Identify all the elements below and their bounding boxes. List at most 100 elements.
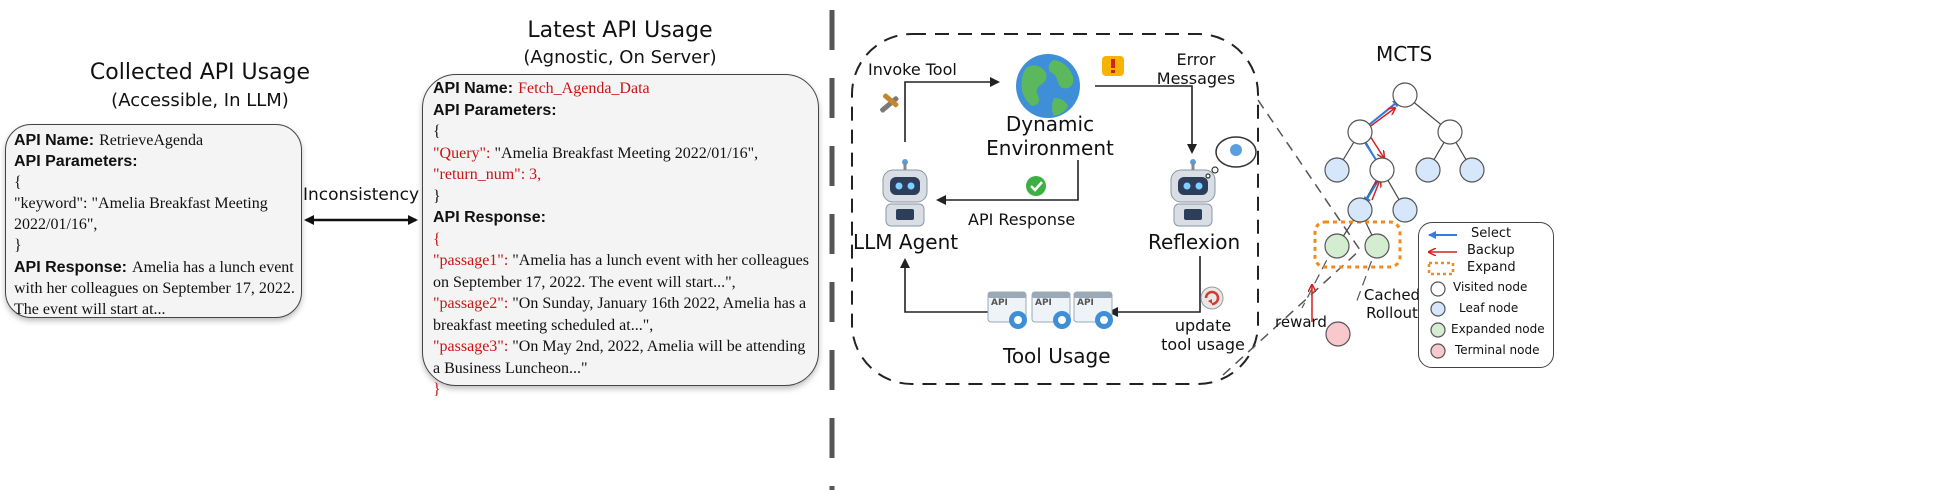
params-line: } [14,237,22,254]
latest-api-panel: API Name: Fetch_Agenda_Data API Paramete… [422,74,819,398]
response-line: with her colleagues on September 17, 202… [14,280,295,297]
reflexion-label: Reflexion [1148,230,1241,254]
legend-expand: Expand [1467,260,1516,275]
api-chip-icon [1031,291,1071,329]
messages-label-line: Messages [1156,69,1236,88]
query-key: "Query": [433,144,491,162]
update-line-2: tool usage [1161,335,1245,354]
open-brace: { [433,123,441,140]
update-tool-usage-label: update tool usage [1158,316,1248,354]
section-divider [829,10,835,490]
api-response-label: API Response: [433,209,546,226]
error-label-line: Error [1176,50,1216,69]
api-name-label: API Name: [433,80,514,97]
loop-frame [851,33,1259,385]
passage3-key: "passage3": [433,338,509,355]
agent-loop-diagram [851,33,1361,385]
api-chip-label: API [991,298,1008,308]
inconsistency-label: Inconsistency [302,185,420,205]
api-chip-icon [1073,291,1113,329]
api-name-value: RetrieveAgenda [99,132,204,149]
wrench-icon [880,93,899,113]
api-name-value: Fetch_Agenda_Data [518,80,650,97]
visited-node-icon [1430,281,1446,297]
close-brace: } [433,187,441,205]
check-icon [1026,176,1046,196]
query-value: "Amelia Breakfast Meeting 2022/01/16", [494,144,759,162]
mcts-legend: Select Backup Expand Visited node Leaf n… [1418,222,1554,368]
collected-api-panel: API Name: RetrieveAgenda API Parameters:… [5,124,302,318]
error-messages-label: Error Messages [1146,50,1246,88]
passage3-continued: a Business Luncheon..." [433,359,588,377]
expand-box-icon [1427,261,1455,276]
robot-reflexion-icon [1170,159,1216,227]
api-params-label: API Parameters: [433,101,557,119]
passage1-continued: on September 17, 2022. The event will st… [433,273,736,291]
legend-select: Select [1471,226,1512,241]
globe-icon [1016,54,1080,118]
cached-line-2: Rollout [1366,304,1418,322]
legend-leaf: Leaf node [1459,301,1519,315]
environment-line-1: Dynamic [1005,112,1095,136]
response-close-brace: } [433,381,441,398]
visited-node [1437,119,1463,145]
environment-label: Dynamic Environment [980,112,1120,160]
passage3-value: "On May 2nd, 2022, Amelia will be attend… [512,338,806,355]
passage2-value: "On Sunday, January 16th 2022, Amelia ha… [512,295,807,312]
api-response-arrow-label: API Response [968,210,1076,229]
api-chip-icon [987,291,1027,329]
tool-usage-label: Tool Usage [1003,344,1111,368]
middle-panel-title: Latest API Usage [527,18,713,43]
llm-agent-label: LLM Agent [853,230,959,254]
update-gear-icon [1200,286,1224,310]
api-params-label: API Parameters: [14,153,138,170]
visited-node [1347,119,1373,145]
legend-backup: Backup [1467,243,1515,258]
legend-expanded: Expanded node [1451,322,1545,336]
leaf-node [1459,157,1485,183]
expanded-node [1324,233,1350,259]
left-panel-subtitle: (Accessible, In LLM) [111,90,289,111]
robot-agent-icon [882,159,928,227]
thought-cloud-icon [1205,136,1257,179]
passage1-value: "Amelia has a lunch event with her colle… [512,252,809,269]
left-panel-title: Collected API Usage [89,60,311,85]
leaf-node [1392,197,1418,223]
leaf-node [1324,157,1350,183]
legend-terminal: Terminal node [1455,343,1540,357]
middle-panel-subtitle: (Agnostic, On Server) [523,47,717,68]
warning-bell-icon [1102,56,1124,76]
passage1-key: "passage1": [433,252,509,269]
params-line: { [14,174,22,191]
cached-rollout-label: Cached Rollout [1352,286,1432,322]
passage2-key: "passage2": [433,295,509,312]
api-chip-label: API [1077,298,1094,308]
passage2-continued: breakfast meeting scheduled at...", [433,316,654,334]
leaf-node [1347,197,1373,223]
response-line: The event will start at... [14,301,166,318]
update-line-1: update [1174,316,1232,335]
api-name-label: API Name: [14,132,95,149]
reward-label: reward [1275,313,1327,331]
response-open-brace: { [433,230,441,248]
params-line: 2022/01/16", [14,216,98,233]
invoke-tool-label: Invoke Tool [868,60,957,79]
api-response-label: API Response: [14,259,127,276]
inconsistency-arrow [304,215,418,225]
visited-node [1392,82,1418,108]
params-line: "keyword": "Amelia Breakfast Meeting [14,195,268,212]
return-num: "return_num": 3, [433,166,542,183]
cached-line-1: Cached [1363,286,1421,304]
leaf-node [1415,157,1441,183]
legend-visited: Visited node [1453,280,1528,294]
terminal-node-icon [1430,343,1446,359]
visited-node [1369,157,1395,183]
mcts-tree [1301,82,1485,347]
expanded-node [1364,233,1390,259]
environment-line-2: Environment [986,136,1114,160]
expanded-node-icon [1430,322,1446,338]
leaf-node-icon [1430,301,1446,317]
terminal-node [1325,321,1351,347]
mcts-title: MCTS [1376,42,1433,66]
response-line: Amelia has a lunch event [132,259,294,276]
